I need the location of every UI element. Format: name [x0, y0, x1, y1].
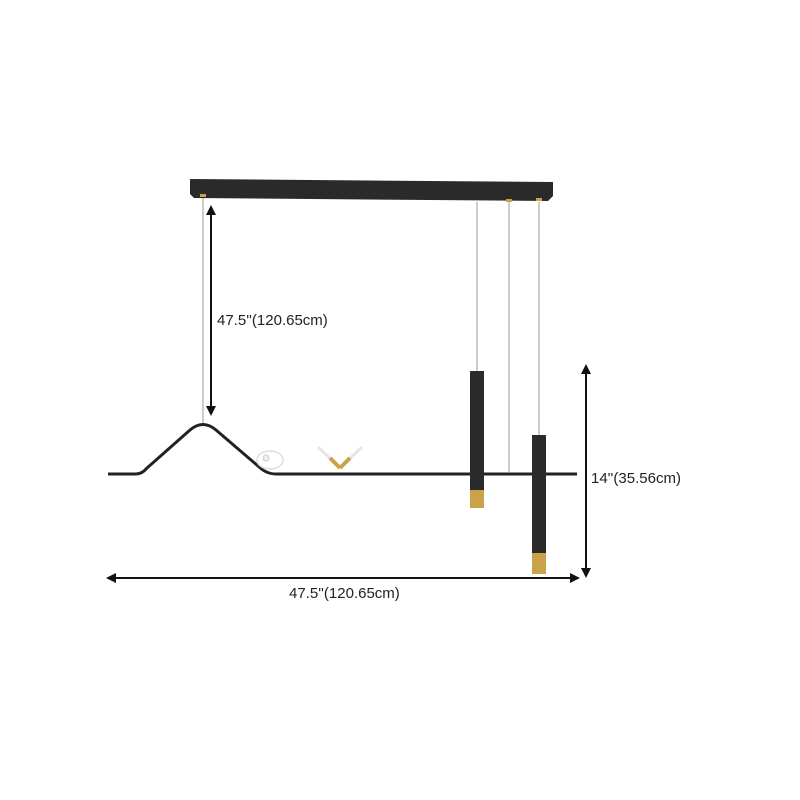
ceiling-canopy — [190, 179, 553, 201]
canopy-mount-mid — [506, 199, 512, 202]
canopy-mount-left — [200, 194, 206, 197]
v-shaped-light-icon — [316, 445, 364, 470]
canopy-mount-right — [536, 198, 542, 201]
fixture-width-label: 47.5''(120.65cm) — [289, 585, 400, 602]
wave-rod — [108, 423, 577, 476]
pendant-tube-short — [470, 371, 484, 491]
pendant-tube-long — [532, 435, 546, 555]
bulb-cluster-icon — [256, 450, 284, 470]
pendant-brass-tip — [532, 553, 546, 574]
drop-height-label: 47.5''(120.65cm) — [217, 312, 328, 329]
fixture-height-label: 14''(35.56cm) — [591, 470, 681, 487]
pendant-brass-tip — [470, 490, 484, 508]
